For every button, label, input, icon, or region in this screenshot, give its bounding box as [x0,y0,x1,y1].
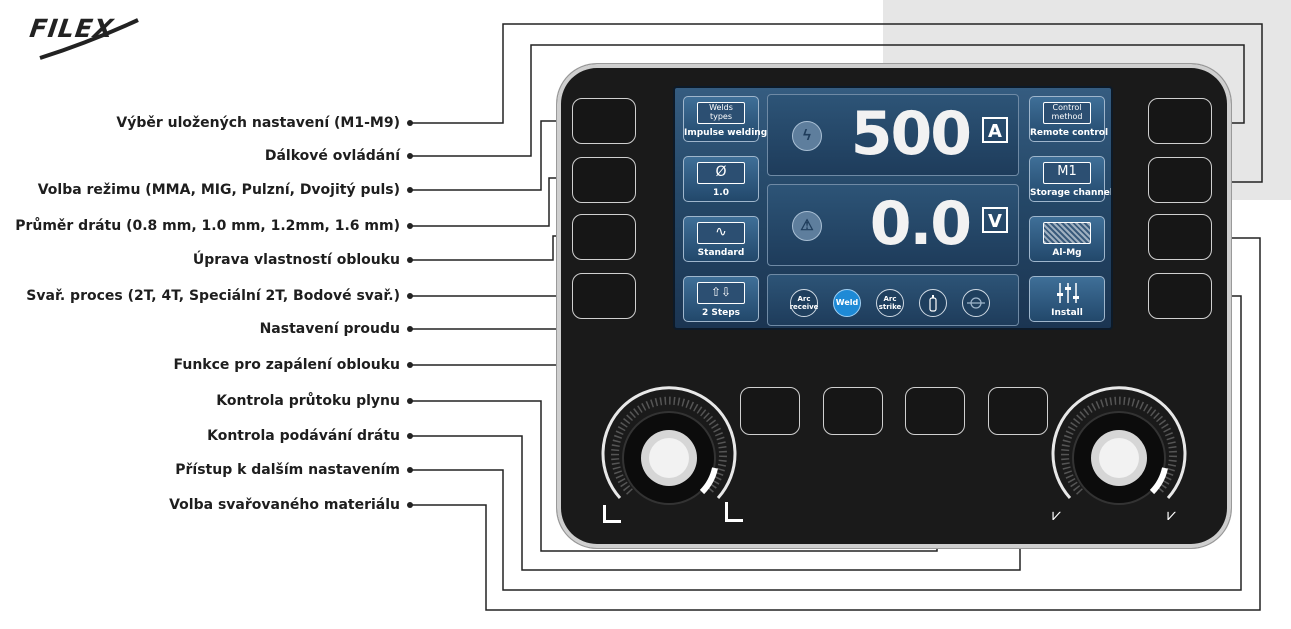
button-right-4[interactable] [1148,273,1212,319]
tile-arc-standard[interactable]: ∿ Standard [683,216,759,262]
callout-labels: Výběr uložených nastavení (M1-M9) Dálkov… [0,0,420,629]
warning-icon: ⚠ [792,211,822,241]
current-knob[interactable] [590,380,760,530]
arc-wave-icon: ∿ [697,222,745,244]
button-right-1[interactable] [1148,98,1212,144]
label-current: Nastavení proudu [259,321,400,337]
tile-control-method[interactable]: Control method Remote control [1029,96,1109,142]
arc-receive-button[interactable]: Arc receive [790,289,818,317]
label-memory: Výběr uložených nastavení (M1-M9) [116,115,400,131]
tile-arc-standard-label: Standard [697,248,745,258]
label-mode: Volba režimu (MMA, MIG, Pulzní, Dvojitý … [37,182,400,198]
mode-bar: Arc receive Weld Arc strike [767,274,1019,326]
button-left-1[interactable] [572,98,636,144]
label-more-settings: Přístup k dalším nastavením [175,462,400,478]
button-bottom-2[interactable] [823,387,883,435]
button-right-2[interactable] [1148,157,1212,203]
label-material: Volba svařovaného materiálu [169,497,400,513]
label-wire-feed: Kontrola podávání drátu [207,428,400,444]
button-right-3[interactable] [1148,214,1212,260]
label-wire-diameter: Průměr drátu (0.8 mm, 1.0 mm, 1.2mm, 1.6… [15,218,400,234]
tile-material[interactable]: Al-Mg [1029,216,1105,262]
current-unit: A [982,117,1008,143]
arc-soft-icon [603,505,621,523]
diameter-icon: Ø [697,162,745,184]
lightning-icon: ϟ [792,121,822,151]
wire-feed-icon[interactable] [962,289,990,317]
button-left-4[interactable] [572,273,636,319]
button-bottom-3[interactable] [905,387,965,435]
arc-strike-button[interactable]: Arc strike [876,289,904,317]
label-gas-flow: Kontrola průtoku plynu [216,393,400,409]
gas-bottle-icon[interactable] [919,289,947,317]
up-down-arrows-icon: ⇧⇩ [697,282,745,304]
label-arc-properties: Úprava vlastností oblouku [192,252,400,268]
voltage-knob[interactable] [1040,380,1210,530]
label-remote: Dálkové ovládání [264,148,400,164]
voltage-readout: ⚠ 0.0 V [767,184,1019,266]
tile-weld-type-label: Impulse welding [684,128,768,138]
voltage-unit: V [982,207,1008,233]
current-value: 500 [850,99,972,169]
weld-type-icon: Welds types [697,102,745,124]
label-arc-ignition: Funkce pro zapálení oblouku [173,357,401,373]
voltage-value: 0.0 [869,189,972,259]
memory-slot-icon: M1 [1043,162,1091,184]
tile-wire-diameter-label: 1.0 [713,188,729,198]
tile-storage-channel[interactable]: M1 Storage channel [1029,156,1113,202]
current-readout: ϟ 500 A [767,94,1019,176]
tile-wire-diameter[interactable]: Ø 1.0 [683,156,759,202]
control-method-icon: Control method [1043,102,1091,124]
torch-low-icon: ⩗ [1052,505,1062,524]
torch-high-icon: ⩗ [1167,505,1177,524]
tile-storage-channel-label: Storage channel [1030,188,1113,198]
tile-steps-label: 2 Steps [701,308,741,318]
logo-swoosh-icon [39,18,139,60]
lcd-screen: Welds types Impulse welding Ø 1.0 ∿ Stan… [673,86,1113,330]
weld-button[interactable]: Weld [833,289,861,317]
material-plate-icon [1043,222,1091,244]
button-left-3[interactable] [572,214,636,260]
sliders-icon [1057,283,1079,303]
filex-logo: FILEX [28,12,145,62]
tile-control-method-label: Remote control [1030,128,1109,138]
button-bottom-4[interactable] [988,387,1048,435]
tile-weld-type[interactable]: Welds types Impulse welding [683,96,768,142]
button-left-2[interactable] [572,157,636,203]
button-bottom-1[interactable] [740,387,800,435]
tile-install[interactable]: Install [1029,276,1105,322]
arc-hard-icon [725,502,743,522]
tile-steps[interactable]: ⇧⇩ 2 Steps [683,276,759,322]
tile-install-label: Install [1051,308,1083,318]
tile-material-label: Al-Mg [1052,248,1082,258]
label-process: Svař. proces (2T, 4T, Speciální 2T, Bodo… [26,288,400,304]
